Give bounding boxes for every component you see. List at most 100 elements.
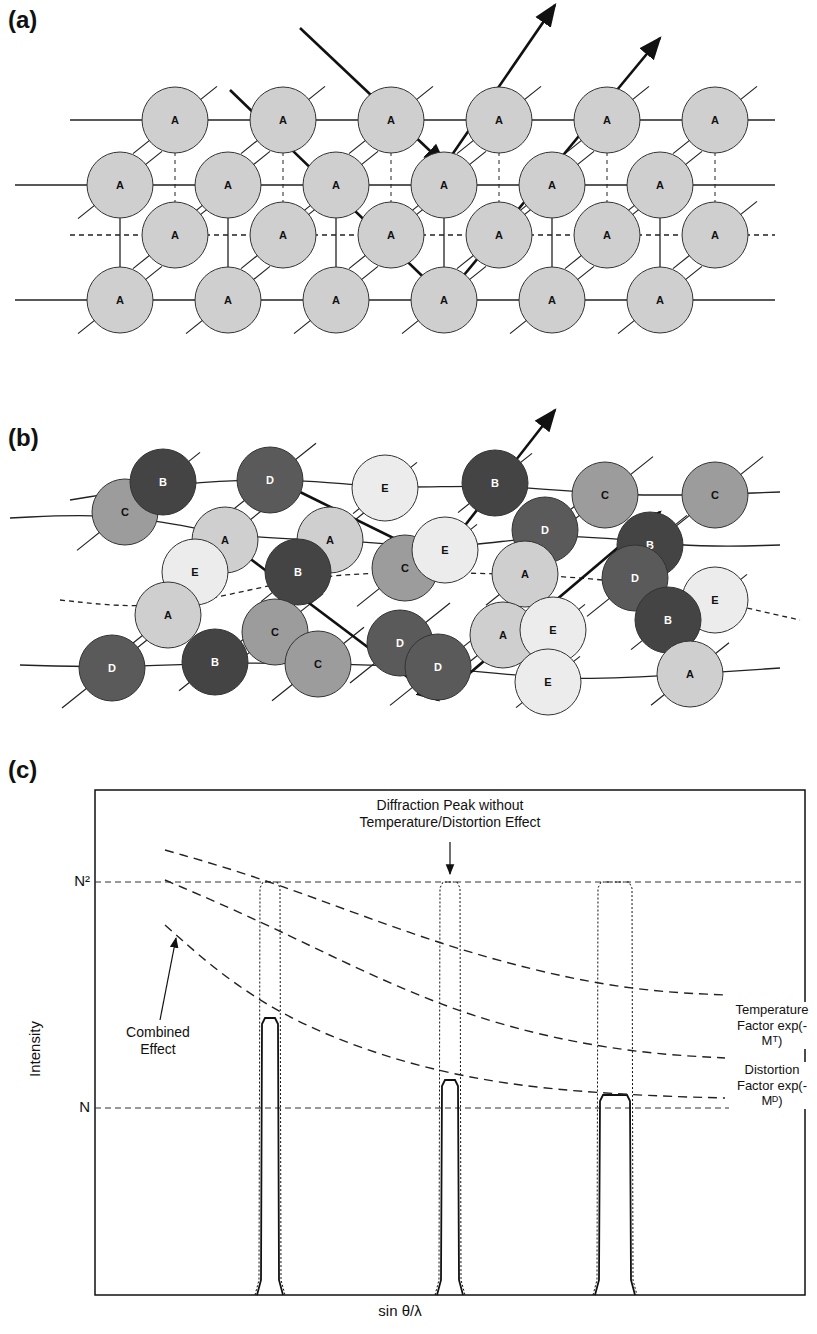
- factor-curve: [165, 880, 725, 1058]
- atom-letter: A: [518, 151, 586, 219]
- ideal-peak: [255, 882, 285, 1295]
- atom: B: [461, 449, 529, 517]
- atom: D: [404, 633, 472, 701]
- atom: D: [78, 634, 146, 702]
- atom: E: [514, 648, 582, 716]
- atom-letter: D: [78, 634, 146, 702]
- atom-letter: A: [249, 86, 317, 154]
- lattice-a: [15, 86, 775, 333]
- atom-letter: C: [681, 461, 749, 529]
- atom: C: [284, 630, 352, 698]
- bond-stroke: [565, 201, 649, 268]
- atom-letter: A: [518, 266, 586, 334]
- atom: E: [351, 454, 419, 522]
- bond-stroke: [457, 201, 541, 268]
- atom-letter: D: [236, 446, 304, 514]
- atom: A: [302, 266, 370, 334]
- chart-frame: [95, 790, 805, 1295]
- bond-stroke: [402, 266, 486, 333]
- atom: A: [573, 86, 641, 154]
- axis-tick: N²: [48, 872, 90, 890]
- atom: A: [465, 86, 533, 154]
- atom-letter: B: [129, 448, 197, 516]
- atom: C: [571, 461, 639, 529]
- atom-letter: A: [249, 201, 317, 269]
- atom: A: [141, 201, 209, 269]
- atom-letter: A: [141, 86, 209, 154]
- bond-stroke: [673, 201, 757, 268]
- atom-letter: E: [411, 516, 479, 584]
- atom-letter: A: [626, 151, 694, 219]
- bond-stroke: [294, 266, 378, 333]
- bond-stroke: [133, 86, 217, 153]
- bond-stroke: [78, 151, 162, 218]
- ideal-peak: [593, 882, 637, 1295]
- atom: A: [194, 266, 262, 334]
- atom-letter: C: [571, 461, 639, 529]
- atom-letter: A: [626, 266, 694, 334]
- atom-letter: A: [86, 266, 154, 334]
- bond-stroke: [186, 266, 270, 333]
- atom: A: [141, 86, 209, 154]
- axis-title: sin θ/λ: [340, 1302, 460, 1320]
- bond-stroke: [294, 151, 378, 218]
- atom: A: [681, 201, 749, 269]
- bond-stroke: [224, 443, 316, 517]
- bond-stroke: [349, 201, 433, 268]
- atom-letter: A: [194, 266, 262, 334]
- bond-stroke: [618, 151, 702, 218]
- atom-letter: A: [302, 151, 370, 219]
- atom: A: [302, 151, 370, 219]
- atom: A: [357, 201, 425, 269]
- atom-letter: A: [656, 640, 724, 708]
- atom: A: [573, 201, 641, 269]
- diffraction-peak: [437, 1080, 463, 1295]
- bond-stroke: [133, 201, 217, 268]
- atom-letter: A: [357, 86, 425, 154]
- atom-letter: A: [573, 201, 641, 269]
- atom-letter: A: [410, 266, 478, 334]
- curve-label: Temperature Factor exp(-Mᵀ): [729, 1002, 815, 1049]
- factor-curve: [165, 925, 725, 1098]
- atom-letter: E: [351, 454, 419, 522]
- atom: B: [264, 538, 332, 606]
- bond-stroke: [667, 457, 763, 534]
- atom-letter: C: [284, 630, 352, 698]
- annotation: Combined Effect: [112, 1024, 204, 1058]
- bond-stroke: [673, 86, 757, 153]
- atom: A: [410, 266, 478, 334]
- factor-curve: [165, 850, 725, 995]
- atom-letter: A: [681, 201, 749, 269]
- atom-letter: B: [181, 628, 249, 696]
- atom-letter: A: [681, 86, 749, 154]
- atom-letter: A: [141, 201, 209, 269]
- panel-label: (b): [8, 424, 58, 453]
- atom: B: [129, 448, 197, 516]
- bond-stroke: [241, 86, 325, 153]
- atom-letter: A: [302, 266, 370, 334]
- atom-letter: A: [465, 86, 533, 154]
- axis-tick: N: [48, 1098, 90, 1116]
- bond-stroke: [186, 151, 270, 218]
- diffracted-beam: [445, 5, 555, 165]
- atom: D: [236, 446, 304, 514]
- atom-letter: A: [194, 151, 262, 219]
- atom-letter: A: [357, 201, 425, 269]
- atom: C: [681, 461, 749, 529]
- axis-title: Intensity: [26, 999, 44, 1099]
- pointer-arrow: [449, 842, 450, 874]
- pointer-arrow: [160, 938, 176, 1020]
- atom: A: [518, 151, 586, 219]
- bond-stroke: [510, 266, 594, 333]
- bond-stroke: [510, 151, 594, 218]
- atom-letter: A: [465, 201, 533, 269]
- bond-stroke: [565, 86, 649, 153]
- atom: A: [626, 266, 694, 334]
- bond-stroke: [78, 266, 162, 333]
- n-line: [95, 1108, 805, 1109]
- bond-stroke: [618, 266, 702, 333]
- incident-beam: [300, 28, 445, 165]
- atom-letter: A: [86, 151, 154, 219]
- atom: E: [411, 516, 479, 584]
